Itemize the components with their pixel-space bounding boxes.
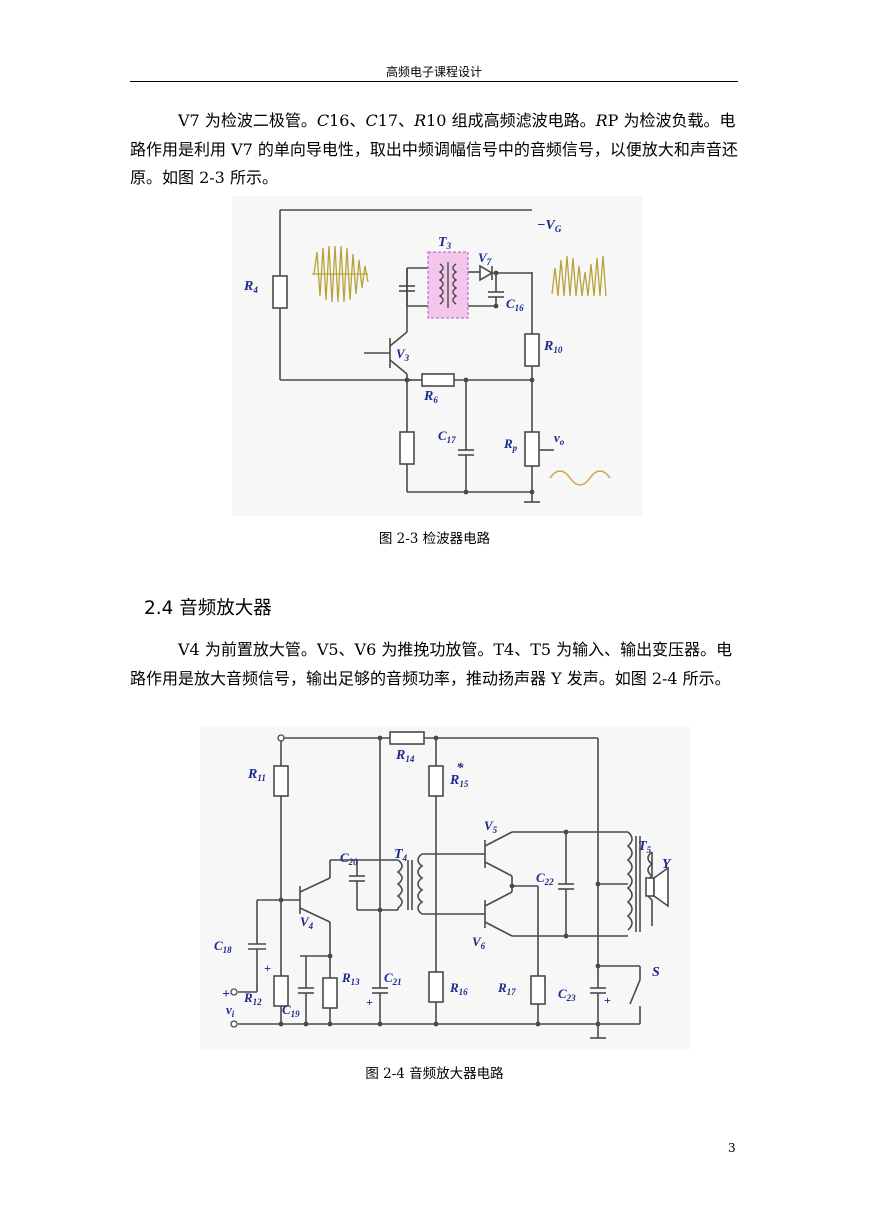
- label-c18: C18: [214, 938, 232, 955]
- paragraph-audio-amp: V4 为前置放大管。V5、V6 为推挽功放管。T4、T5 为输入、输出变压器。电…: [130, 640, 733, 688]
- label-r13: R13: [341, 970, 360, 987]
- p1-text-e: P 为检波负载。电路作用是利用 V7 的单向导电性，取出中频调幅信号中的音频信号…: [130, 111, 738, 187]
- label-v3: V3: [396, 346, 410, 363]
- page-header: 高频电子课程设计: [385, 65, 482, 79]
- label-v7: V7: [478, 250, 492, 267]
- label-r4: R4: [243, 279, 258, 295]
- header-rule: [130, 81, 738, 82]
- label-r16: R16: [449, 980, 468, 997]
- label-c16: C16: [506, 296, 524, 313]
- label-r12: R12: [243, 990, 262, 1007]
- label-c23: C23: [558, 986, 576, 1003]
- section-heading: 2.4 音频放大器: [144, 598, 272, 619]
- label-plus-input: +: [222, 987, 230, 1002]
- detector-circuit-diagram: −VG T3 V7 C16 R4 V3 R10 R6 C17 Rp vo: [232, 196, 642, 516]
- label-c19: C19: [282, 1002, 300, 1019]
- p1-text-d: 10 组成高频滤波电路。: [426, 111, 596, 130]
- label-c22: C22: [536, 870, 554, 887]
- p1-r10-symbol: R: [414, 111, 427, 130]
- figure-caption-2-3: 图 2-3 检波器电路: [378, 531, 491, 547]
- label-s: S: [652, 965, 660, 980]
- label-r17: R17: [497, 980, 516, 997]
- label-c17: C17: [438, 428, 456, 445]
- label-r10: R10: [543, 339, 563, 355]
- label-r6: R6: [423, 389, 438, 405]
- p1-c16-symbol: C: [316, 111, 330, 130]
- label-y: Y: [662, 857, 672, 872]
- label-plus-c21: +: [366, 995, 373, 1009]
- label-vg: −VG: [537, 218, 562, 234]
- label-c21: C21: [384, 970, 402, 987]
- figure-audio-amplifier-circuit: R11 R14 R15* V5 T5 Y C20 T4 C22 V4 V6 C1…: [200, 726, 690, 1054]
- label-r15: R15*: [449, 761, 469, 789]
- label-v6: V6: [472, 934, 486, 951]
- label-t3: T3: [438, 235, 452, 251]
- label-r14: R14: [395, 748, 415, 764]
- label-v4: V4: [300, 914, 314, 931]
- label-c20: C20: [340, 850, 358, 867]
- label-plus-c23: +: [604, 993, 611, 1007]
- p1-text-b: 16、: [329, 111, 366, 130]
- p1-text-c: 17、: [377, 111, 415, 130]
- label-t5: T5: [638, 839, 652, 855]
- figure-detector-circuit: −VG T3 V7 C16 R4 V3 R10 R6 C17 Rp vo: [232, 196, 642, 520]
- page-number: 3: [728, 1141, 736, 1155]
- paragraph-detector: V7 为检波二极管。C16、C17、R10 组成高频滤波电路。RP 为检波负载。…: [130, 107, 742, 193]
- label-v5: V5: [484, 818, 498, 835]
- audio-amplifier-circuit-diagram: R11 R14 R15* V5 T5 Y C20 T4 C22 V4 V6 C1…: [200, 726, 690, 1050]
- label-t4: T4: [394, 847, 408, 863]
- label-plus-c18: +: [264, 961, 271, 975]
- figure-caption-2-4: 图 2-4 音频放大器电路: [365, 1066, 504, 1082]
- p1-c17-symbol: C: [365, 111, 378, 130]
- label-rp: Rp: [503, 436, 518, 453]
- p1-text-a: V7 为检波二极管。: [178, 111, 317, 130]
- label-vi: vi: [226, 1002, 235, 1019]
- label-r11: R11: [247, 767, 266, 783]
- p1-rp-symbol: R: [595, 111, 608, 130]
- label-vo: vo: [554, 430, 565, 447]
